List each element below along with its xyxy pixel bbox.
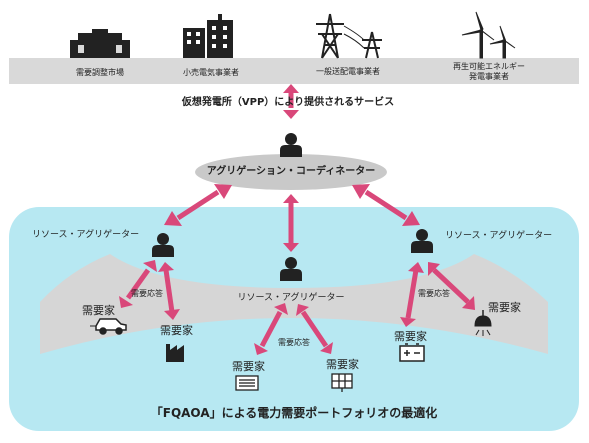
demand-response-right: 需要応答 [418,289,450,298]
panel-icon [235,375,259,391]
factory-icon [166,344,184,362]
solar-panel-icon [331,373,353,392]
transmission-tower-icon [316,13,382,59]
consumer-solar-label: 需要家 [326,358,359,371]
aggregator-center-label: リソース・アグリゲーター [237,293,345,303]
label-renewable-2: 発電事業者 [469,72,509,81]
bottom-title: 「FQAOA」による電力需要ポートフォリオの最適化 [150,406,438,420]
label-transmission: 一般送配電事業者 [316,67,380,76]
battery-icon [399,343,425,362]
demand-response-left: 需要応答 [131,289,163,298]
car-icon [90,318,127,335]
wind-turbine-icon [461,11,516,59]
arrow-coordinator-left [164,184,232,226]
arrow-left-b [158,262,180,320]
consumer-factory-label: 需要家 [160,324,193,337]
top-bar [9,58,579,84]
arrows [119,84,475,355]
arrow-coordinator-right [352,184,420,226]
coordinator-label: アグリゲーション・コーディネーター [206,166,376,177]
arrow-vpp [283,84,299,119]
arrow-center-a [254,303,288,355]
label-market: 需要調整市場 [76,68,124,77]
coordinator-ellipse [195,154,387,190]
aggregator-right-label: リソース・アグリゲーター [445,231,553,241]
office-building-icon [183,14,233,58]
consumer-battery-label: 需要家 [394,330,427,343]
arrow-center-b [296,304,333,354]
vpp-person-icon [280,133,302,157]
market-building-icon [70,29,130,58]
demand-response-center: 需要応答 [278,338,310,347]
consumer-panel-label: 需要家 [232,360,265,373]
label-renewable-1: 再生可能エネルギー [453,62,525,71]
arrow-right-a [400,262,424,327]
consumer-lamp-label: 需要家 [488,301,521,314]
aggregator-left-label: リソース・アグリゲーター [32,230,140,240]
lamp-icon [474,310,492,336]
arrow-right-b [428,262,475,310]
label-retail: 小売電気事業者 [183,68,239,77]
arrow-coordinator-center [283,194,299,252]
consumer-car-label: 需要家 [82,304,115,317]
vpp-service-label: 仮想発電所（VPP）により提供されるサービス [181,97,395,108]
arrow-left-a [119,260,157,308]
